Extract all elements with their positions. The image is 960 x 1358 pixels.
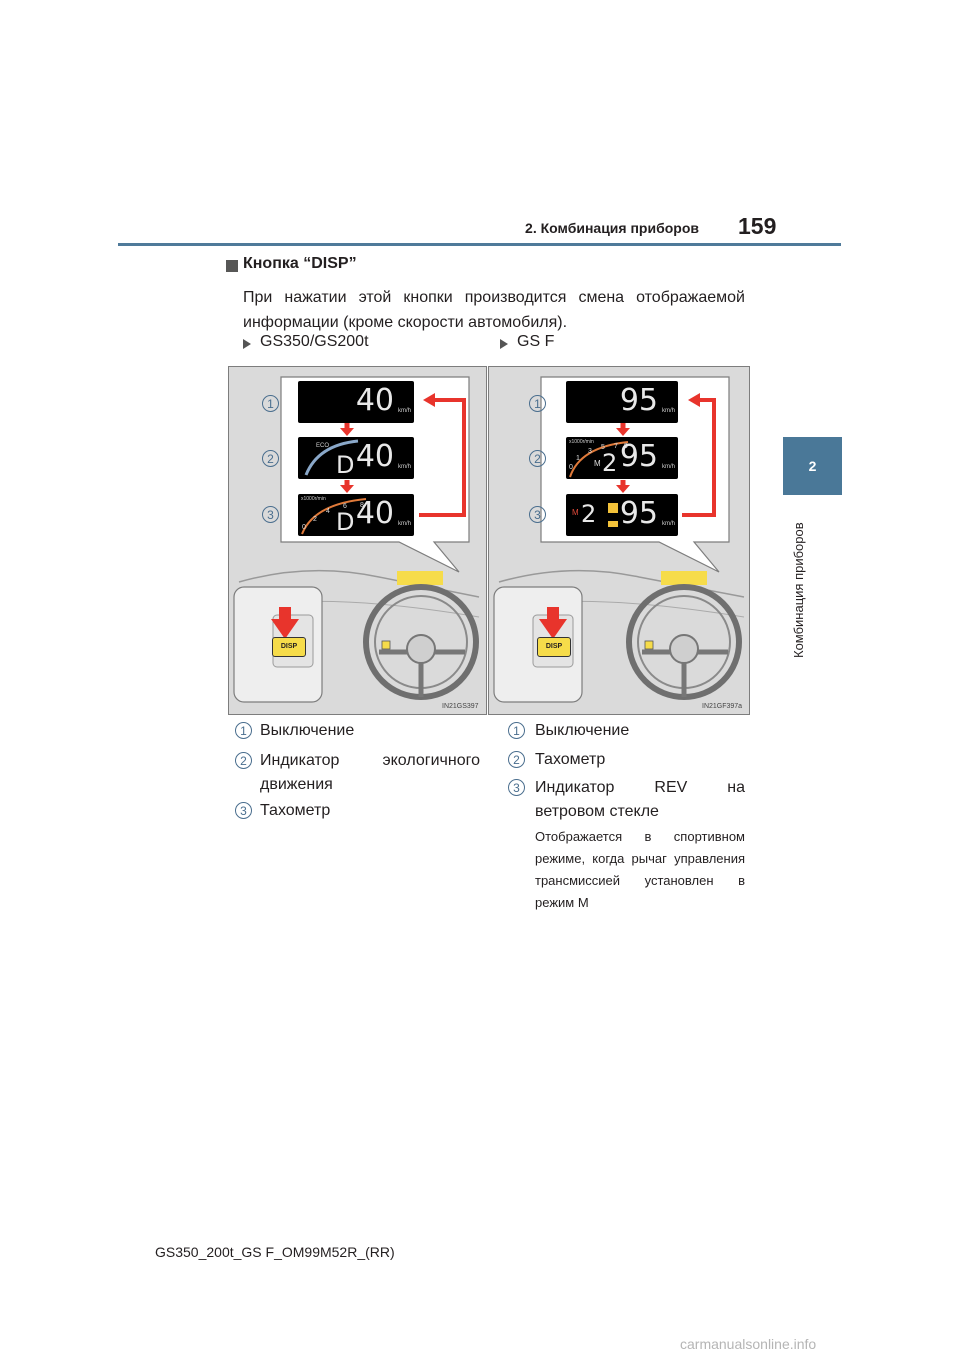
list-item: Тахометр: [260, 802, 331, 819]
disp-button[interactable]: DISP: [537, 637, 571, 657]
callout-3: 3: [529, 506, 546, 523]
intro-paragraph: При нажатии этой кнопки производится сме…: [243, 289, 745, 331]
list-number: 3: [508, 779, 525, 796]
watermark: carmanualsonline.info: [680, 1336, 817, 1352]
cycle-arrows-right: [539, 393, 716, 639]
section-title: 2. Комбинация приборов: [525, 220, 699, 236]
page-number: 159: [738, 213, 777, 239]
callout-3: 3: [262, 506, 279, 523]
list-item: Индикатор REV на ветровом стекле: [535, 779, 745, 820]
list-number: 1: [235, 722, 252, 739]
cycle-arrows-left: [271, 393, 466, 639]
list-number: 2: [235, 752, 252, 769]
triangle-bullet-icon: [243, 339, 251, 349]
list-number: 3: [235, 802, 252, 819]
callout-2: 2: [262, 450, 279, 467]
header-rule: [118, 243, 841, 246]
document-code: GS350_200t_GS F_OM99M52R_(RR): [155, 1244, 395, 1260]
heading-square-icon: [226, 260, 238, 272]
section-heading: Кнопка “DISP”: [243, 255, 357, 272]
callout-1: 1: [262, 395, 279, 412]
triangle-bullet-icon: [500, 339, 508, 349]
model-label-left: GS350/GS200t: [260, 333, 369, 350]
model-label-right: GS F: [517, 333, 555, 350]
callout-1: 1: [529, 395, 546, 412]
list-number: 1: [508, 722, 525, 739]
disp-button[interactable]: DISP: [272, 637, 306, 657]
note-text: Отображается в спортивном режиме, когда …: [535, 829, 745, 910]
chapter-label: Комбинация приборов: [791, 522, 806, 658]
callout-2: 2: [529, 450, 546, 467]
list-item: Индикатор экологичного движения: [260, 752, 480, 793]
list-number: 2: [508, 751, 525, 768]
list-item: Тахометр: [535, 751, 606, 768]
figure-code: IN21GS397: [442, 703, 479, 710]
list-item: Выключение: [535, 722, 630, 739]
figure-code: IN21GF397a: [702, 703, 743, 710]
chapter-tab[interactable]: 2: [783, 437, 842, 495]
list-item: Выключение: [260, 722, 355, 739]
